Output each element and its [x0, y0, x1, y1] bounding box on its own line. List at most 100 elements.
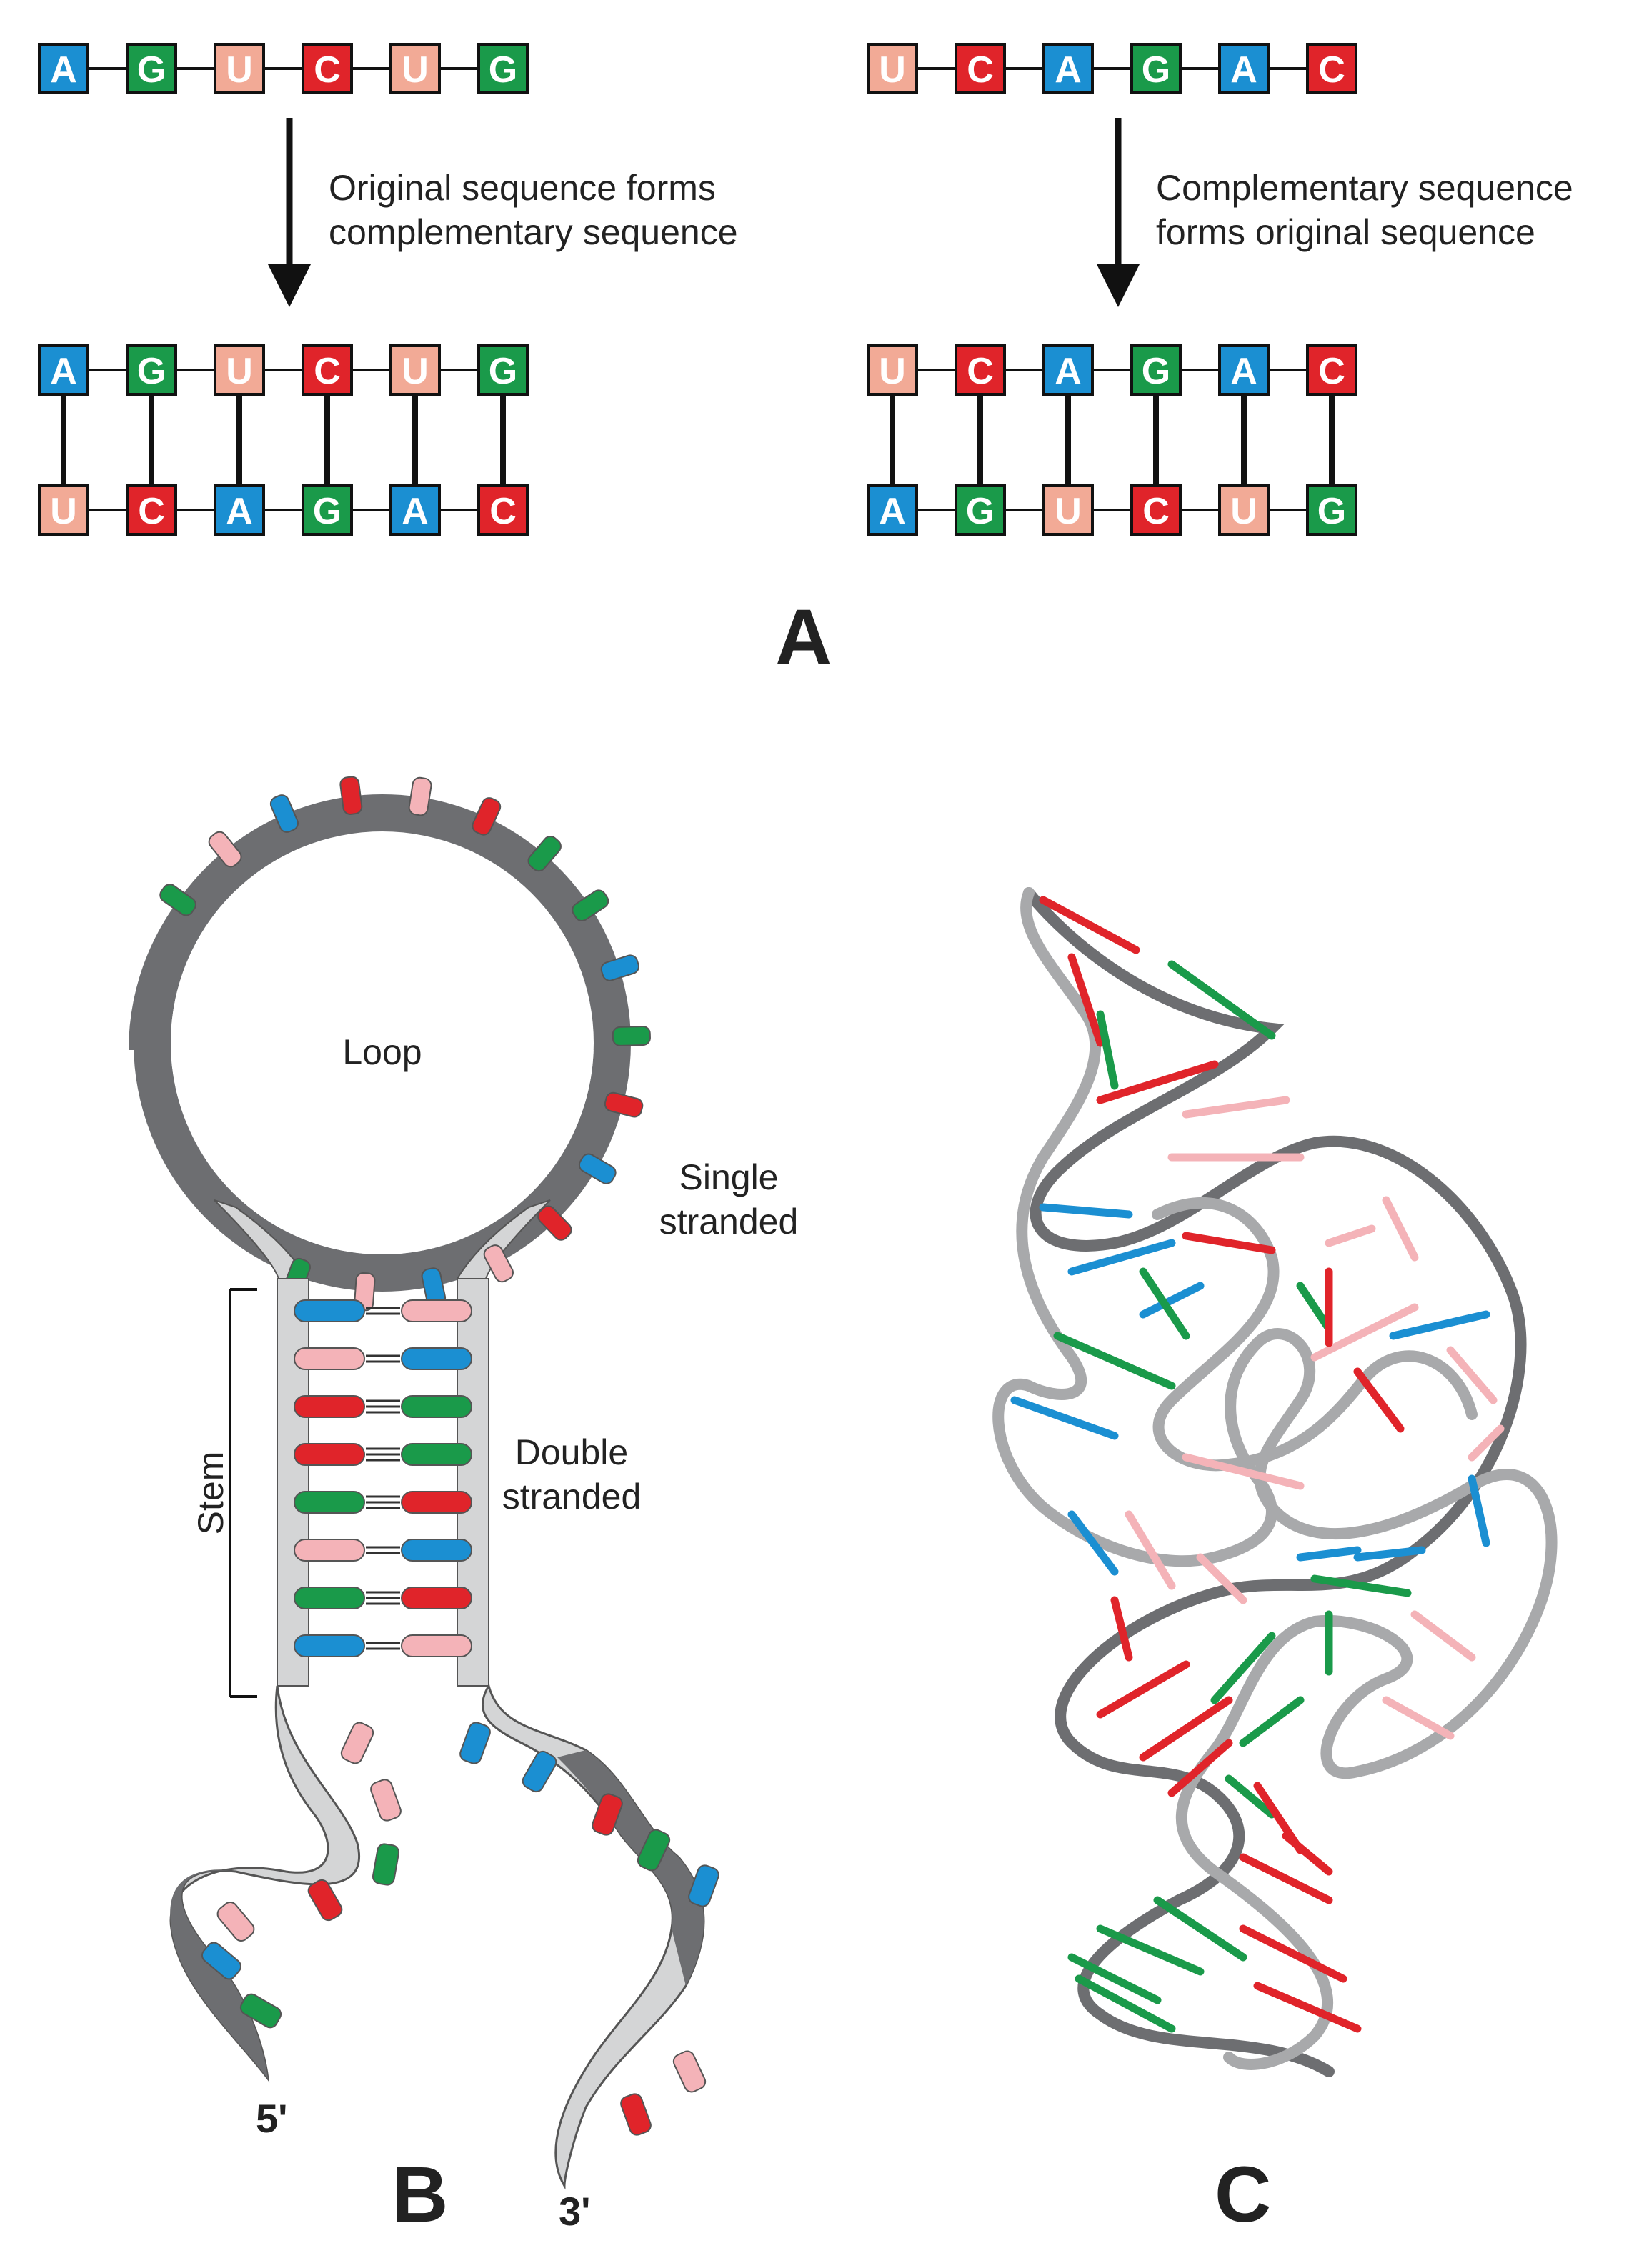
- stem-pair: [294, 1443, 472, 1466]
- loop-base: [572, 889, 609, 922]
- svg-text:A: A: [1055, 351, 1082, 392]
- original-base: U: [214, 43, 265, 94]
- svg-text:G: G: [1142, 351, 1170, 392]
- tail-bases: [201, 1722, 719, 2136]
- caption-right-line1: Complementary sequence: [1156, 168, 1573, 208]
- original-base: C: [302, 43, 353, 94]
- stem-pair: [294, 1634, 472, 1657]
- tertiary-base-stick: [1446, 1346, 1498, 1404]
- tertiary-base-stick: [1468, 1474, 1490, 1547]
- original-base: G: [477, 43, 529, 94]
- down-arrow-left: [268, 118, 311, 307]
- tertiary-base-stick: [1139, 1282, 1205, 1319]
- svg-text:U: U: [50, 491, 77, 532]
- duplex-top-base: U: [214, 344, 265, 396]
- stem-pair: [294, 1539, 472, 1562]
- tertiary-base-stick: [1096, 1060, 1219, 1104]
- svg-text:A: A: [1230, 351, 1257, 392]
- original-base: A: [38, 43, 89, 94]
- tertiary-base-stick: [1075, 1974, 1176, 2033]
- tertiary-base-stick: [1067, 1239, 1176, 1276]
- loop-base: [472, 797, 502, 836]
- duplex-bottom-base: C: [477, 484, 529, 536]
- tertiary-base-stick: [1067, 1953, 1162, 2004]
- duplex-bottom-base: A: [214, 484, 265, 536]
- loop-base: [159, 884, 196, 916]
- caption-right-line2: forms original sequence: [1156, 212, 1535, 252]
- caption-left-line2: complementary sequence: [329, 212, 738, 252]
- svg-text:C: C: [489, 491, 517, 532]
- svg-text:C: C: [138, 491, 165, 532]
- tertiary-structure-bases: [1010, 896, 1505, 2033]
- tertiary-base-stick: [1139, 1267, 1190, 1340]
- duplex-top-base: G: [126, 344, 177, 396]
- tertiary-base-stick: [1039, 1203, 1133, 1219]
- loop-base: [527, 836, 562, 872]
- svg-text:C: C: [1318, 49, 1345, 91]
- panel-b-letter: B: [392, 2151, 448, 2239]
- panel-c-letter: C: [1215, 2151, 1271, 2239]
- duplex-top-base: A: [1042, 344, 1094, 396]
- duplex-top-base: A: [38, 344, 89, 396]
- svg-text:C: C: [967, 49, 994, 91]
- tertiary-base-stick: [1067, 1510, 1119, 1576]
- svg-text:G: G: [1317, 491, 1346, 532]
- loop-base: [208, 831, 242, 868]
- tertiary-base-stick: [1296, 1546, 1362, 1562]
- tertiary-base-stick: [1253, 1982, 1362, 2033]
- svg-text:U: U: [402, 49, 429, 91]
- tertiary-base-stick: [1167, 960, 1276, 1040]
- stem-pair: [294, 1587, 472, 1609]
- loop-base: [604, 1091, 644, 1118]
- tail-base: [307, 1879, 343, 1922]
- duplex-bottom-base: G: [1306, 484, 1357, 536]
- single-stranded-line1: Single: [679, 1157, 779, 1197]
- five-prime-tail: [169, 1685, 360, 2083]
- duplex-bottom-base: A: [867, 484, 918, 536]
- complementary-base: A: [1218, 43, 1270, 94]
- stem-backbones: [277, 1278, 489, 1687]
- svg-text:A: A: [402, 491, 429, 532]
- tertiary-base-stick: [1053, 1332, 1176, 1390]
- duplex-bottom-base: U: [1042, 484, 1094, 536]
- svg-text:A: A: [879, 491, 906, 532]
- tertiary-base-stick: [1239, 1853, 1333, 1904]
- down-arrow-right: [1097, 118, 1140, 307]
- tertiary-base-stick: [1325, 1224, 1376, 1247]
- complementary-base: U: [867, 43, 918, 94]
- svg-text:G: G: [489, 351, 517, 392]
- stem-base-pairs: [294, 1299, 472, 1657]
- svg-text:G: G: [966, 491, 995, 532]
- panel-a-letter: A: [775, 594, 832, 681]
- tail-base: [239, 1993, 282, 2029]
- loop-base: [483, 1244, 514, 1283]
- tertiary-base-stick: [1353, 1367, 1405, 1433]
- svg-text:G: G: [137, 49, 166, 91]
- duplex-top-base: C: [955, 344, 1006, 396]
- tertiary-base-stick: [1310, 1574, 1412, 1597]
- stem-pair: [294, 1299, 472, 1322]
- loop-base: [537, 1205, 572, 1241]
- tertiary-base-stick: [1353, 1546, 1426, 1562]
- tail-base: [459, 1722, 491, 1764]
- three-prime-tail: [481, 1683, 705, 2190]
- duplex-top-base: C: [1306, 344, 1357, 396]
- tertiary-base-stick: [1125, 1510, 1176, 1590]
- svg-text:A: A: [50, 351, 77, 392]
- svg-text:A: A: [226, 491, 253, 532]
- tertiary-base-stick: [1096, 1924, 1205, 1976]
- tertiary-base-stick: [1389, 1310, 1490, 1340]
- tertiary-base-stick: [1182, 1453, 1305, 1490]
- svg-text:G: G: [489, 49, 517, 91]
- tertiary-base-stick: [1196, 1553, 1247, 1604]
- panel-c: C: [992, 887, 1558, 2239]
- svg-text:U: U: [1230, 491, 1257, 532]
- svg-text:C: C: [967, 351, 994, 392]
- duplex-top-base: G: [477, 344, 529, 396]
- complementary-base: C: [955, 43, 1006, 94]
- svg-text:C: C: [314, 351, 341, 392]
- caption-left-line1: Original sequence forms: [329, 168, 716, 208]
